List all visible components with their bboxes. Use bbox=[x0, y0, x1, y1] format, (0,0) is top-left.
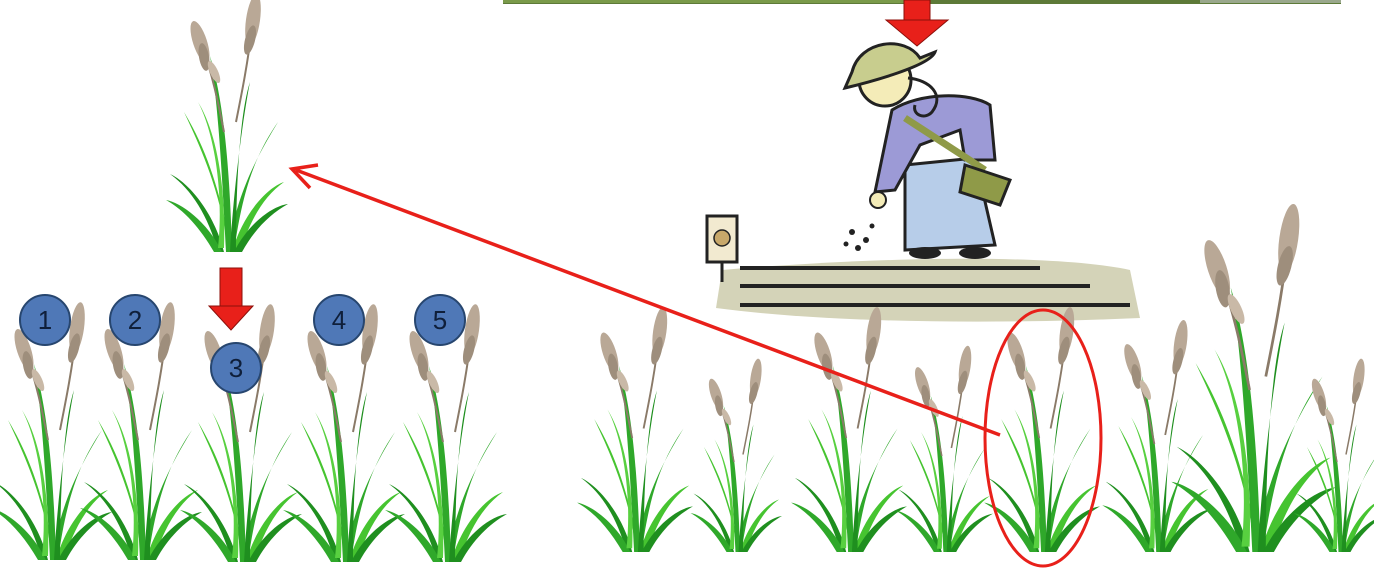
field-plant bbox=[1171, 203, 1336, 552]
field-plant bbox=[577, 306, 693, 552]
badge-4: 4 bbox=[314, 295, 364, 345]
svg-text:5: 5 bbox=[433, 305, 447, 335]
field-plant bbox=[895, 345, 993, 552]
farmer-sowing-seeds-icon bbox=[707, 44, 1140, 322]
selected-rice-plant-icon bbox=[166, 0, 288, 252]
svg-text:4: 4 bbox=[332, 305, 346, 335]
svg-text:3: 3 bbox=[229, 353, 243, 383]
field-plant bbox=[791, 306, 907, 552]
field-plant bbox=[1102, 319, 1212, 552]
svg-text:1: 1 bbox=[38, 305, 52, 335]
down-arrow-icon bbox=[209, 268, 253, 330]
badge-1: 1 bbox=[20, 295, 70, 345]
down-arrow-icon bbox=[886, 0, 948, 46]
badge-3: 3 bbox=[211, 343, 261, 393]
field-plant bbox=[1294, 358, 1374, 552]
badge-2: 2 bbox=[110, 295, 160, 345]
svg-text:2: 2 bbox=[128, 305, 142, 335]
badge-5: 5 bbox=[415, 295, 465, 345]
replicate-plant bbox=[180, 303, 302, 562]
field-plant bbox=[691, 358, 783, 552]
